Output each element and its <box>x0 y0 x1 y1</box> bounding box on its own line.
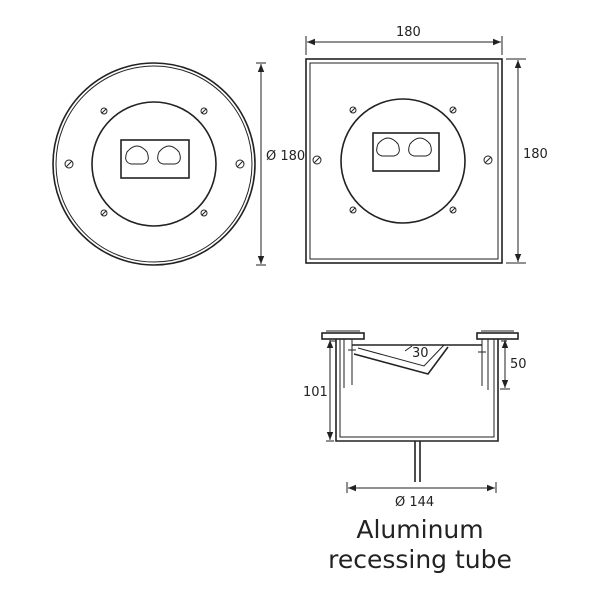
section-angle-label: 30 <box>412 346 429 361</box>
screw-icon <box>200 107 208 115</box>
screw-icon <box>100 209 108 217</box>
screw-icon <box>449 106 457 114</box>
section-view <box>321 330 519 482</box>
section-height-dimension: 101 <box>303 338 334 442</box>
section-height-label: 101 <box>303 385 328 400</box>
screw-icon <box>349 106 357 114</box>
caption-line-2: recessing tube <box>328 545 512 574</box>
screw-icon <box>64 159 74 169</box>
screw-icon <box>100 107 108 115</box>
screw-icon <box>483 155 493 165</box>
section-depth-dimension: 50 <box>500 338 527 390</box>
screw-icon <box>200 209 208 217</box>
screw-icon <box>235 159 245 169</box>
square-height-dimension: 180 <box>506 58 548 264</box>
round-top-view <box>52 62 256 266</box>
section-diameter-dimension: Ø 144 <box>346 482 497 510</box>
caption-line-1: Aluminum <box>356 515 484 544</box>
square-top-view <box>305 58 503 264</box>
square-height-label: 180 <box>523 147 548 162</box>
screw-icon <box>449 206 457 214</box>
square-width-label: 180 <box>396 25 421 40</box>
screw-icon <box>349 206 357 214</box>
square-width-dimension: 180 <box>305 25 503 55</box>
screw-icon <box>312 155 322 165</box>
section-diameter-label: Ø 144 <box>395 495 434 510</box>
round-diameter-label: Ø 180 <box>266 149 305 164</box>
section-depth-label: 50 <box>510 357 527 372</box>
round-diameter-dimension: Ø 180 <box>256 62 305 266</box>
